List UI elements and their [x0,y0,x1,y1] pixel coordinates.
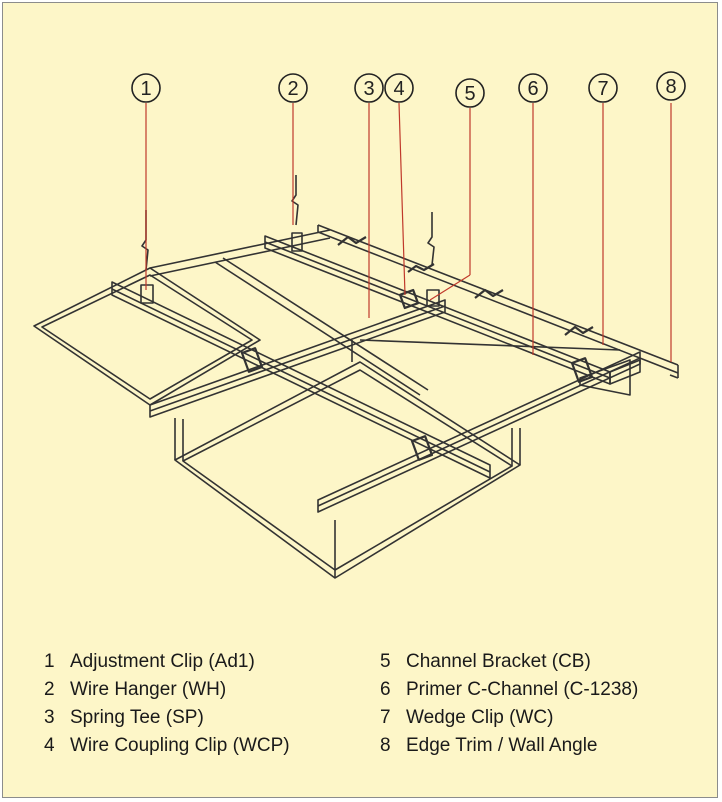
callout-6: 6 [518,73,548,103]
primer-c-channel-upper [264,235,641,385]
callout-number: 4 [393,78,404,100]
callout-4: 4 [384,73,414,103]
primer-c-channel-lower [111,281,491,479]
callout-5: 5 [455,78,485,108]
spring-tee-back [317,351,641,513]
wedge-clips [337,235,594,336]
callout-leaders [145,102,672,362]
panel-rails [149,229,621,396]
callout-number: 5 [464,83,475,105]
callout-1: 1 [131,73,161,103]
ceiling-panel-drop-box [174,340,521,579]
edge-trim-wall-angle [317,224,679,379]
callout-number: 2 [287,78,298,100]
callout-2: 2 [278,73,308,103]
callout-number: 7 [597,78,608,100]
callout-number: 1 [140,78,151,100]
spring-tee-front [149,299,446,418]
callout-3: 3 [354,73,384,103]
callout-number: 3 [363,78,374,100]
callout-number: 6 [527,78,538,100]
callout-7: 7 [588,73,618,103]
coupling-clips [240,288,594,461]
callout-number: 8 [665,76,676,98]
wire-hangers [140,175,440,307]
callout-8: 8 [656,71,686,101]
